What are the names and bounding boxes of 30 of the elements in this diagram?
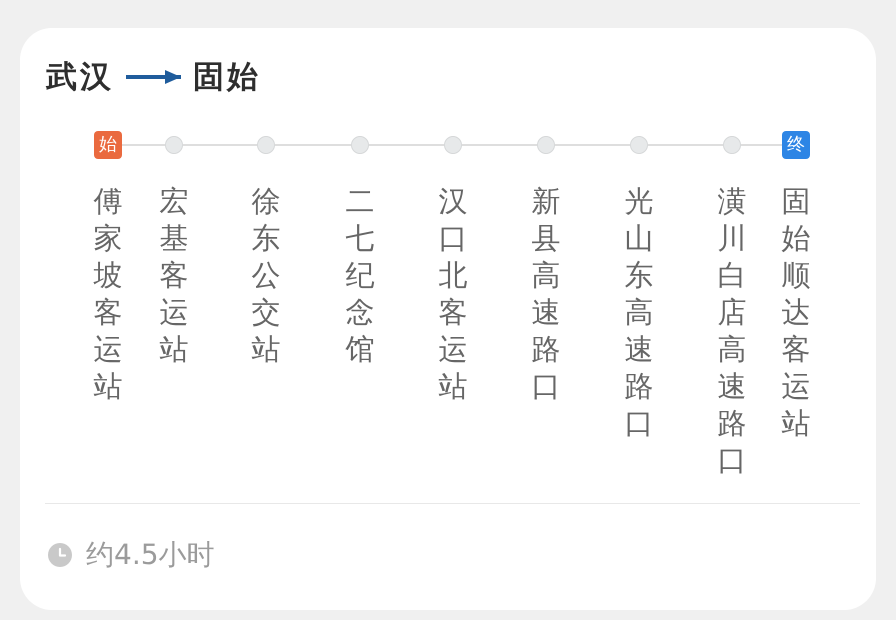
stop-dot — [630, 136, 648, 154]
station-name: 宏基客运站 — [158, 183, 190, 368]
arrow — [126, 70, 181, 84]
duration-text: 约4.5小时 — [86, 539, 215, 571]
route-line — [555, 144, 630, 146]
end-badge: 终 — [782, 131, 810, 159]
station-name: 固始顺达客运站 — [780, 183, 812, 442]
route-line — [122, 144, 165, 146]
stop-dot — [444, 136, 462, 154]
stop-dot — [537, 136, 555, 154]
place-name: 固始 — [181, 59, 261, 95]
station-name: 傅家坡客运站 — [92, 183, 124, 405]
route-line — [648, 144, 723, 146]
station-name: 新县高速路口 — [530, 183, 562, 405]
station-name: 徐东公交站 — [250, 183, 282, 368]
route-line — [741, 144, 782, 146]
place-name: 武汉 — [46, 59, 126, 95]
route-line — [183, 144, 257, 146]
stop-dot — [723, 136, 741, 154]
route-line — [369, 144, 444, 146]
station-name: 光山东高速路口 — [624, 183, 654, 442]
station-name: 二七纪念馆 — [344, 183, 376, 368]
station-name: 汉口北客运站 — [438, 183, 468, 405]
station-name: 潢川白店高速路口 — [716, 183, 748, 479]
route-line — [462, 144, 537, 146]
start-badge: 始 — [94, 131, 122, 159]
stop-dot — [165, 136, 183, 154]
stop-dot — [351, 136, 369, 154]
stop-dot — [257, 136, 275, 154]
route-line — [275, 144, 351, 146]
